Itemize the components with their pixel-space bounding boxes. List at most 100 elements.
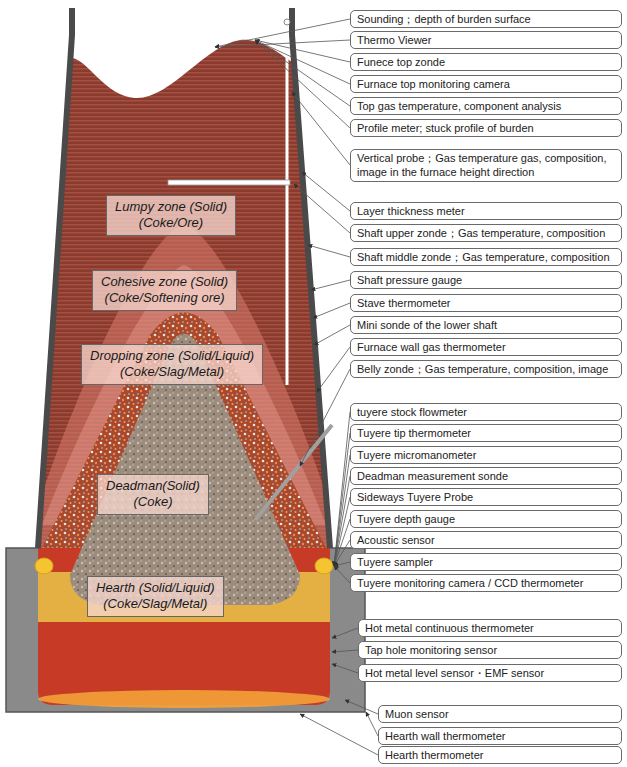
furnace-wall — [38, 8, 72, 548]
sensor-box: Sounding；depth of burden surface — [350, 10, 622, 28]
sensor-label: Top gas temperature, component analysis — [357, 99, 615, 113]
shaft-probe — [168, 180, 290, 185]
sensor-box: Muon sensor — [378, 705, 622, 723]
zone-box: Deadman(Solid)(Coke) — [97, 474, 209, 515]
sensor-label: Hearth thermometer — [385, 748, 615, 762]
sensor-label: Tuyere depth gauge — [357, 512, 615, 526]
sensor-box: Top gas temperature, component analysis — [350, 97, 622, 115]
zone-label: (Coke/Slag/Metal) — [96, 596, 215, 612]
zone-label: Dropping zone (Solid/Liquid) — [90, 348, 254, 364]
sensor-box: Hot metal level sensor・EMF sensor — [358, 664, 622, 682]
sensor-label: Tuyere micromanometer — [357, 448, 615, 462]
leader-line — [334, 497, 350, 566]
leader-line — [334, 433, 350, 566]
leader-line — [332, 628, 358, 638]
leader-line — [311, 280, 350, 290]
leader-line — [334, 455, 350, 566]
leader-line — [332, 650, 358, 652]
zone-label: (Coke) — [106, 494, 200, 510]
sensor-label: Stave thermometer — [357, 296, 615, 310]
sensor-box: Deadman measurement sonde — [350, 467, 622, 485]
leader-line — [332, 664, 358, 673]
zone-label: Cohesive zone (Solid) — [101, 274, 228, 290]
sensor-box: Shaft middle zonde；Gas temperature, comp… — [350, 248, 622, 266]
sensor-label: Shaft middle zonde；Gas temperature, comp… — [357, 250, 615, 264]
sensor-label: Mini sonde of the lower shaft — [357, 318, 615, 332]
sensor-label: Hot metal continuous thermometer — [365, 621, 615, 635]
sensor-label: Tuyere sampler — [357, 555, 615, 569]
leader-line — [255, 40, 350, 106]
sensor-box: Tuyere depth gauge — [350, 510, 622, 528]
sensor-label: Profile meter; stuck profile of burden — [357, 121, 615, 135]
leader-line — [255, 40, 350, 62]
sensor-label: Tuyere tip thermometer — [357, 426, 615, 440]
sensor-label: Shaft upper zonde；Gas temperature, compo… — [357, 226, 615, 240]
zone-label: Deadman(Solid) — [106, 478, 200, 494]
leader-line — [334, 412, 350, 566]
sensor-box: Layer thickness meter — [350, 202, 622, 220]
zone-box: Cohesive zone (Solid)(Coke/Softening ore… — [92, 270, 237, 311]
sensor-box: Profile meter; stuck profile of burden — [350, 119, 622, 137]
sensor-box: Shaft pressure gauge — [350, 271, 622, 289]
leader-line — [314, 325, 350, 345]
leader-line — [292, 92, 350, 165]
leader-line — [366, 712, 378, 736]
sensor-label: Furnace wall gas thermometer — [357, 340, 615, 354]
sensor-label: Deadman measurement sonde — [357, 469, 615, 483]
leader-line — [334, 476, 350, 566]
sensor-box: Tuyere tip thermometer — [350, 424, 622, 442]
sensor-box: Vertical probe；Gas temperature gas, comp… — [350, 149, 622, 182]
sensor-box: Acoustic sensor — [350, 531, 622, 549]
leader-line — [215, 19, 350, 47]
vertical-probe-head — [284, 19, 290, 25]
leader-line — [334, 562, 350, 566]
sensor-box: Thermo Viewer — [350, 31, 622, 49]
leader-line — [308, 245, 350, 257]
zone-label: Lumpy zone (Solid) — [115, 199, 227, 215]
zone-box: Dropping zone (Solid/Liquid)(Coke/Slag/M… — [81, 344, 263, 385]
sensor-box: Tuyere micromanometer — [350, 446, 622, 464]
sensor-box: Hot metal continuous thermometer — [358, 619, 622, 637]
sensor-box: Sideways Tuyere Probe — [350, 488, 622, 506]
sensor-label: Furnace top monitoring camera — [357, 77, 615, 91]
sensor-label: Shaft pressure gauge — [357, 273, 615, 287]
vertical-probe — [286, 22, 289, 385]
hearth-metal-glow — [38, 690, 330, 708]
tuyere-raceway — [35, 558, 53, 574]
sensor-label: Acoustic sensor — [357, 533, 615, 547]
zone-label: (Coke/Ore) — [115, 215, 227, 231]
deadman — [70, 334, 300, 606]
sensor-label: Tuyere monitoring camera / CCD thermomet… — [357, 576, 615, 590]
zone-box: Hearth (Solid/Liquid)(Coke/Slag/Metal) — [87, 576, 224, 617]
sensor-label: Muon sensor — [385, 707, 615, 721]
sensor-box: Hearth wall thermometer — [378, 727, 622, 745]
sensor-label: Sideways Tuyere Probe — [357, 490, 615, 504]
sensor-label: Thermo Viewer — [357, 33, 615, 47]
sensor-box: Hearth thermometer — [378, 746, 622, 764]
belly-probe — [255, 425, 332, 520]
sensor-box: Tuyere sampler — [350, 553, 622, 571]
sensor-box: Tuyere monitoring camera / CCD thermomet… — [350, 574, 622, 592]
sensor-label: Hearth wall thermometer — [385, 729, 615, 743]
zone-label: Hearth (Solid/Liquid) — [96, 580, 215, 596]
sensor-label: tuyere stock flowmeter — [357, 405, 615, 419]
sensor-box: Stave thermometer — [350, 294, 622, 312]
sensor-label: Sounding；depth of burden surface — [357, 12, 615, 26]
sensor-box: Furnace wall gas thermometer — [350, 338, 622, 356]
sensor-label: Funece top zonde — [357, 55, 615, 69]
sensor-box: Tap hole monitoring sensor — [358, 641, 622, 659]
sensor-box: tuyere stock flowmeter — [350, 403, 622, 421]
sensor-box: Furnace top monitoring camera — [350, 75, 622, 93]
leader-line — [300, 714, 378, 755]
sensor-label: Tap hole monitoring sensor — [365, 643, 615, 657]
leader-line — [334, 566, 350, 583]
leader-line — [255, 40, 350, 84]
leader-line — [313, 303, 350, 318]
leader-line — [294, 184, 350, 233]
sensor-label: Hot metal level sensor・EMF sensor — [365, 666, 615, 680]
leader-line — [334, 540, 350, 566]
sensor-box: Mini sonde of the lower shaft — [350, 316, 622, 334]
zone-label: (Coke/Slag/Metal) — [90, 364, 254, 380]
leader-line — [215, 40, 350, 47]
